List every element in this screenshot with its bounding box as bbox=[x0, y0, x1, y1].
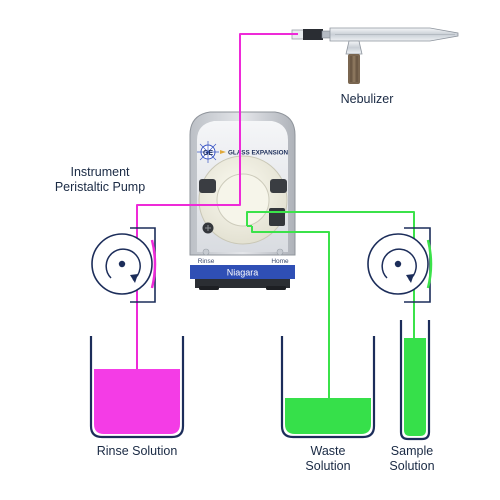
glass-expansion-logo: GE bbox=[197, 141, 219, 163]
pump-base bbox=[195, 279, 290, 288]
home-button bbox=[276, 248, 284, 256]
waste-line bbox=[251, 226, 330, 400]
nebulizer-gas-arm bbox=[345, 40, 363, 55]
waste-beaker bbox=[280, 336, 376, 439]
brand-name: Niagara bbox=[227, 268, 259, 278]
waste-beaker-outline bbox=[280, 336, 376, 439]
clamp-knob-right-top bbox=[270, 179, 287, 193]
waste-solution-label: Waste Solution bbox=[305, 444, 351, 473]
pump-head-center bbox=[216, 173, 270, 227]
instrument-peristaltic-pump bbox=[91, 227, 157, 303]
pump-label: Instrument Peristaltic Pump bbox=[54, 165, 146, 194]
sample-tubing bbox=[246, 211, 415, 400]
brand-bar bbox=[190, 265, 295, 279]
nebulizer bbox=[291, 27, 459, 84]
sample-solution-label: Sample Solution bbox=[389, 444, 435, 473]
rinse-beaker-outline bbox=[89, 336, 185, 439]
logo-text: GLASS EXPANSION bbox=[228, 150, 289, 157]
clamp-knob-left-top bbox=[199, 179, 216, 193]
rinse-liquid bbox=[94, 369, 180, 434]
rinse-button-label: Rinse bbox=[198, 258, 215, 265]
waste-liquid bbox=[285, 398, 371, 434]
sample-line bbox=[246, 211, 415, 395]
clamp-knob-right bbox=[269, 208, 285, 226]
rinse-solution-label: Rinse Solution bbox=[96, 444, 178, 458]
nebulizer-label: Nebulizer bbox=[340, 92, 394, 106]
rinse-beaker bbox=[89, 336, 185, 439]
logo-mark: GE bbox=[203, 150, 213, 157]
sample-peristaltic-pump bbox=[367, 227, 433, 303]
sample-tube-outline bbox=[399, 320, 431, 441]
sample-tube bbox=[399, 320, 431, 441]
nebulizer-black-connector bbox=[303, 29, 323, 40]
rinse-button bbox=[202, 248, 210, 256]
sample-liquid bbox=[404, 338, 426, 436]
niagara-pump-device: GE GLASS EXPANSION Rinse Home Niagara bbox=[189, 111, 296, 290]
home-button-label: Home bbox=[271, 258, 289, 265]
